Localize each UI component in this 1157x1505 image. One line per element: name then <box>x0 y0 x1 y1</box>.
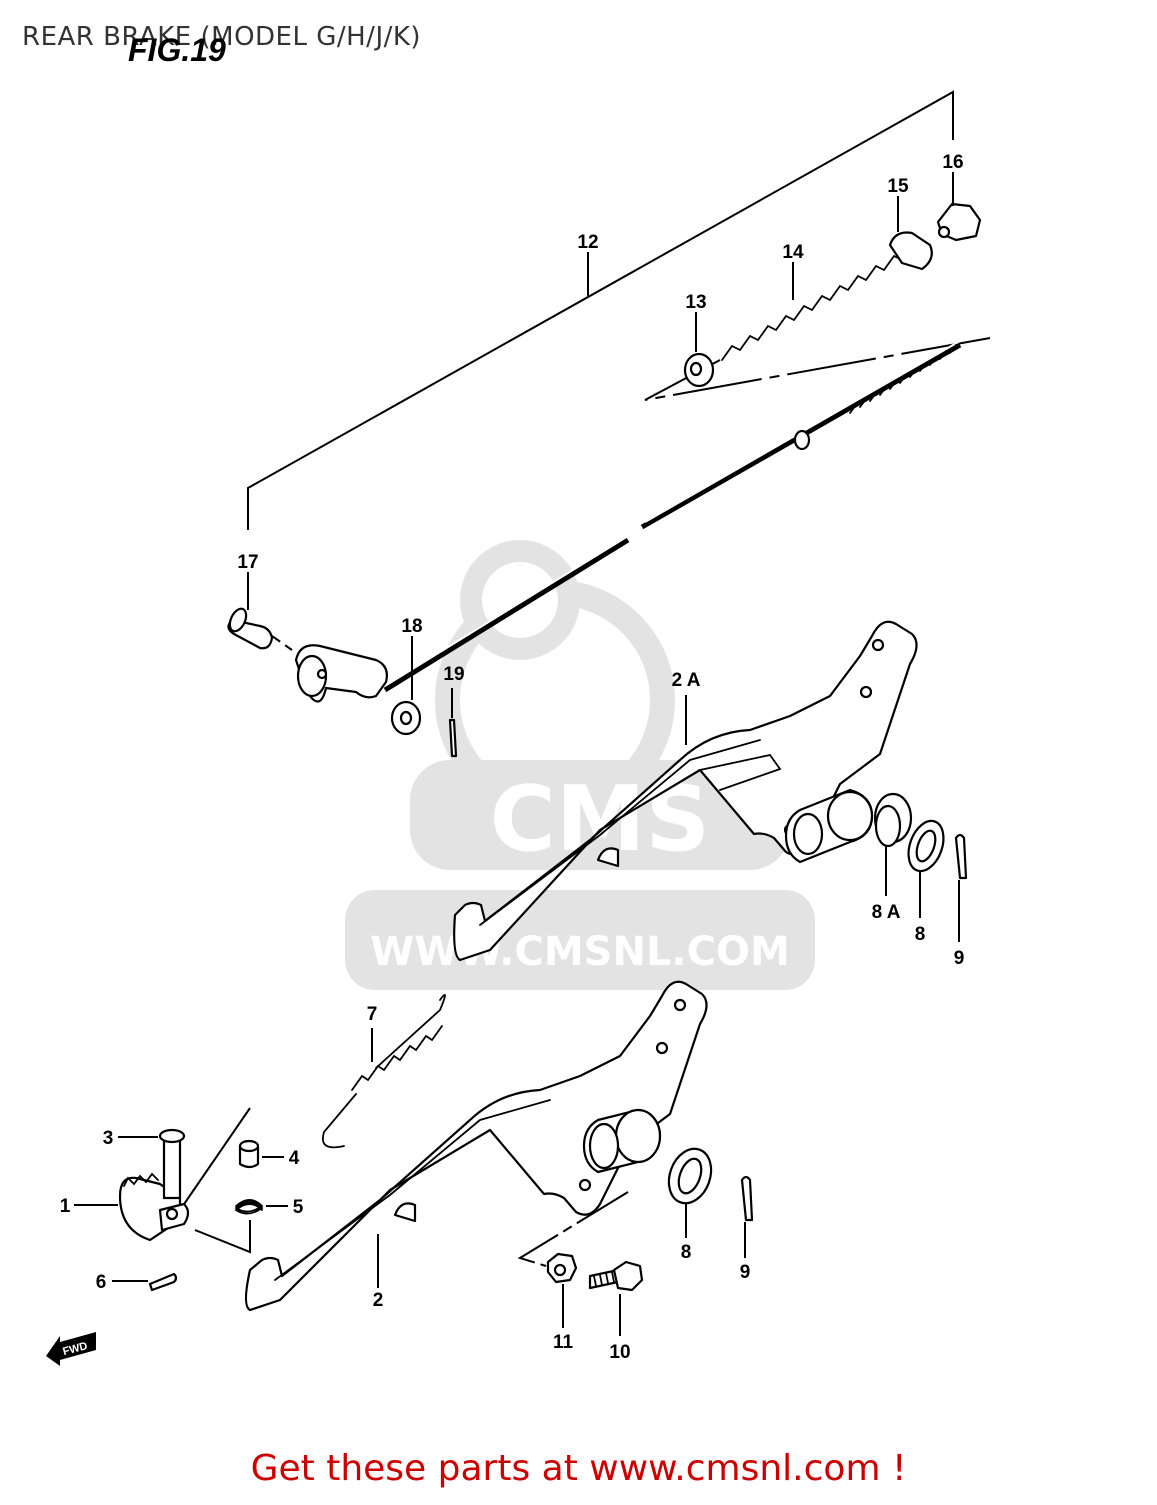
callout-9-lower: 9 <box>740 1262 751 1283</box>
part-5-spring <box>234 1199 288 1215</box>
part-11-nut <box>546 1252 578 1328</box>
part-10-bolt <box>588 1260 644 1336</box>
callout-1: 1 <box>60 1196 71 1217</box>
callout-4: 4 <box>289 1148 300 1169</box>
callout-18: 18 <box>401 616 422 637</box>
callout-8-lower: 8 <box>681 1242 692 1263</box>
callout-16: 16 <box>942 152 963 173</box>
part-12-bracket <box>247 90 954 530</box>
callout-7: 7 <box>367 1004 378 1025</box>
callout-14: 14 <box>782 242 804 263</box>
part-16-nut <box>936 172 982 242</box>
part-7-spring <box>322 993 446 1149</box>
footer-link[interactable]: Get these parts at www.cmsnl.com ! <box>250 1448 907 1489</box>
rod-end-arm <box>294 644 388 703</box>
part-17-pin <box>227 572 274 650</box>
part-13-washer <box>683 312 715 388</box>
part-4-collar <box>238 1139 284 1169</box>
callout-8a: 8 A <box>872 902 901 923</box>
part-2-brake-pedal <box>244 980 708 1312</box>
part-9-cotter-upper <box>954 833 968 942</box>
callout-19: 19 <box>443 664 464 685</box>
part-14-spring <box>721 244 921 361</box>
part-15-joint <box>888 196 933 271</box>
part-9-cotter-lower <box>740 1175 754 1258</box>
brake-rod <box>383 340 962 693</box>
callout-2a: 2 A <box>672 670 701 691</box>
callout-15: 15 <box>887 176 909 197</box>
callout-labels: 1 2 2 A 3 4 5 6 7 8 8 A 8 9 9 10 11 12 1… <box>60 152 965 1363</box>
callout-3: 3 <box>103 1128 114 1149</box>
part-8-washer-upper <box>907 819 945 918</box>
callout-2: 2 <box>373 1290 384 1311</box>
callout-13: 13 <box>685 292 706 313</box>
page-title: REAR BRAKE (MODEL G/H/J/K) <box>22 22 422 52</box>
part-2a-brake-pedal <box>453 620 918 962</box>
callout-17: 17 <box>237 552 258 573</box>
part-19-cotter-pin <box>448 688 458 758</box>
callout-12: 12 <box>577 232 598 253</box>
callout-8-upper: 8 <box>915 924 926 945</box>
callout-11: 11 <box>553 1332 574 1353</box>
small-parts-outline <box>179 1107 251 1254</box>
callout-6: 6 <box>96 1272 107 1293</box>
part-6-cotter <box>112 1272 178 1292</box>
watermark-url: WWW.CMSNL.COM <box>370 929 790 975</box>
callout-9-upper: 9 <box>954 948 965 969</box>
part-8a-bushing <box>873 792 913 896</box>
footer-banner: Get these parts at www.cmsnl.com ! <box>0 1448 1157 1489</box>
figure-label: FIG.19 <box>128 32 226 68</box>
part-18-washer <box>390 636 422 736</box>
part-8-washer-lower <box>667 1147 713 1238</box>
part-3-pin <box>118 1128 186 1200</box>
fwd-arrow-icon: FWD <box>46 1332 96 1366</box>
bolt-group-outline <box>517 1191 629 1267</box>
callout-5: 5 <box>293 1197 304 1218</box>
cms-watermark: CMS WWW.CMSNL.COM <box>345 540 815 990</box>
callout-10: 10 <box>609 1342 630 1363</box>
